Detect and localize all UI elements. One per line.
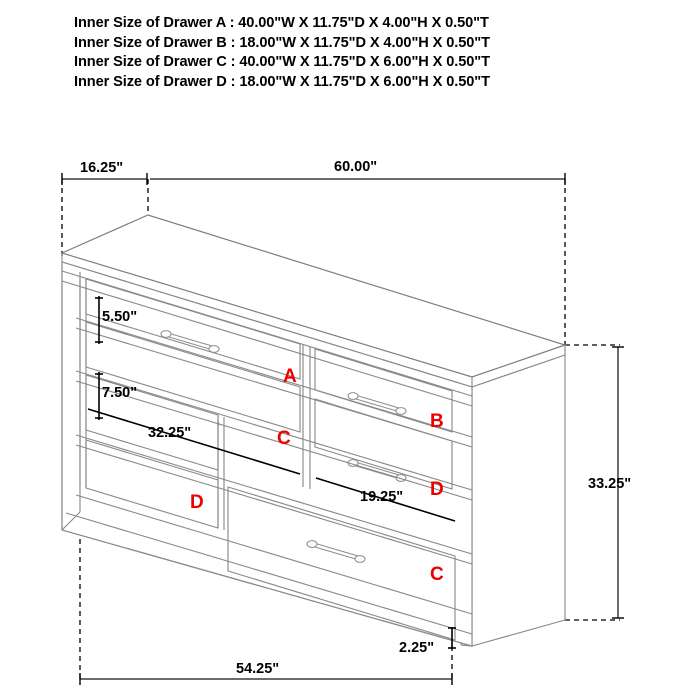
spec-line-drawer-c: Inner Size of Drawer C : 40.00"W X 11.75… bbox=[74, 54, 490, 70]
drawer-label-b: B bbox=[430, 411, 444, 432]
dimension-front-width-bottom: 54.25" bbox=[236, 661, 279, 677]
spec-line-drawer-d: Inner Size of Drawer D : 18.00"W X 11.75… bbox=[74, 73, 490, 90]
drawer-handle-right-top[interactable] bbox=[347, 392, 407, 415]
dimension-drawer-width-wide: 32.25" bbox=[148, 425, 191, 441]
cabinet-center-divider bbox=[217, 345, 311, 530]
top-dimension-lines bbox=[61, 173, 566, 185]
spec-text-block: Inner Size of Drawer A : 40.00"W X 11.75… bbox=[74, 14, 634, 92]
callout-2-25 bbox=[448, 627, 456, 649]
dimension-depth-top: 16.25" bbox=[80, 160, 123, 176]
drawer-front-center-bottom[interactable] bbox=[227, 486, 456, 641]
spec-line-drawer-b: Inner Size of Drawer B : 18.00"W X 11.75… bbox=[74, 34, 490, 51]
drawer-label-d-left: D bbox=[190, 492, 204, 513]
drawer-handle-left-top[interactable] bbox=[160, 330, 220, 353]
dimension-drawer-height-small: 5.50" bbox=[102, 309, 137, 325]
drawer-label-d-right: D bbox=[430, 479, 444, 500]
callout-5-50 bbox=[95, 296, 103, 344]
dimension-drawer-height-large: 7.50" bbox=[102, 385, 137, 401]
callout-54-25 bbox=[79, 673, 453, 685]
drawer-handle-center-bottom[interactable] bbox=[306, 540, 366, 563]
dimension-width-top: 60.00" bbox=[334, 159, 377, 175]
callout-33-25 bbox=[612, 346, 624, 619]
drawer-label-c-lower: C bbox=[430, 564, 444, 585]
spec-line-drawer-a: Inner Size of Drawer A : 40.00"W X 11.75… bbox=[74, 15, 489, 31]
callout-19-25 bbox=[315, 477, 456, 522]
cabinet-right-side-panel bbox=[460, 354, 566, 647]
dimension-base-height: 2.25" bbox=[399, 640, 434, 656]
callout-32-25 bbox=[87, 408, 301, 475]
dimension-drawer-width-narrow: 19.25" bbox=[360, 489, 403, 505]
drawer-label-a: A bbox=[283, 366, 297, 387]
drawer-front-right-top[interactable] bbox=[314, 348, 453, 433]
cabinet-drawer-rails bbox=[61, 270, 473, 647]
drawer-label-c-upper: C bbox=[277, 428, 291, 449]
dimension-height-right: 33.25" bbox=[588, 476, 631, 492]
